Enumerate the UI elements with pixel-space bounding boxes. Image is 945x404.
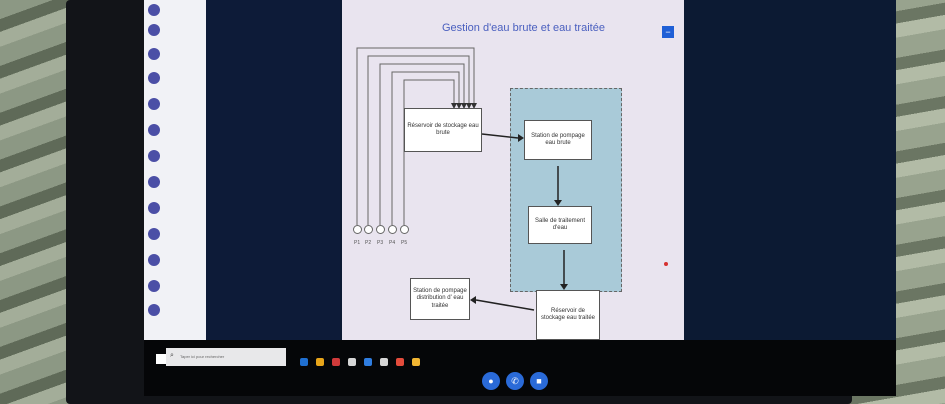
arrow-head	[470, 296, 476, 304]
avatar	[148, 176, 160, 188]
station-pompage-brute-box: Station de pompage eau brute	[524, 120, 592, 160]
camera-icon[interactable]: ■	[530, 372, 548, 390]
taskbar-app-icon[interactable]	[316, 358, 324, 366]
pipe-p5	[403, 79, 455, 225]
arrow-reservoir-to-distribution	[475, 299, 535, 311]
phone-icon[interactable]: ✆	[506, 372, 524, 390]
taskbar-app-icon[interactable]	[396, 358, 404, 366]
participant-item[interactable]	[148, 44, 204, 64]
participant-item[interactable]	[148, 68, 204, 88]
arrow-head	[461, 103, 467, 109]
pipe-p3	[379, 63, 465, 225]
participant-item[interactable]	[148, 172, 204, 192]
valve-p2-icon	[364, 225, 373, 234]
participant-item[interactable]	[148, 0, 204, 20]
pipe-p1	[356, 47, 475, 225]
reservoir-brute-box: Réservoir de stockage eau brute	[404, 108, 482, 152]
avatar	[148, 150, 160, 162]
avatar	[148, 4, 160, 16]
taskbar-app-icon[interactable]	[300, 358, 308, 366]
avatar	[148, 254, 160, 266]
slide-menu-button[interactable]: −	[662, 26, 674, 38]
arrow-head	[471, 103, 477, 109]
arrow-reservoir-to-station	[481, 133, 519, 139]
valve-p1-icon	[353, 225, 362, 234]
avatar	[148, 98, 160, 110]
taskbar-app-icon[interactable]	[412, 358, 420, 366]
participant-item[interactable]	[148, 20, 204, 40]
avatar	[148, 24, 160, 36]
participant-item[interactable]	[148, 276, 204, 296]
valve-p4-icon	[388, 225, 397, 234]
taskbar-app-icon[interactable]	[380, 358, 388, 366]
taskbar: ⌕ Taper ici pour rechercher	[144, 340, 896, 396]
arrow-head	[560, 284, 568, 290]
salle-traitement-box: Salle de traitement d'eau	[528, 206, 592, 244]
valve-p3-icon	[376, 225, 385, 234]
participant-item[interactable]	[148, 224, 204, 244]
arrow-head	[518, 134, 524, 142]
taskbar-search[interactable]: ⌕ Taper ici pour rechercher	[166, 348, 286, 366]
screen: Gestion d'eau brute et eau traitée −	[144, 0, 896, 396]
avatar	[148, 124, 160, 136]
call-controls: ● ✆ ■	[482, 372, 562, 392]
monitor-bezel: Gestion d'eau brute et eau traitée −	[66, 0, 896, 404]
valve-label: P1	[354, 240, 361, 246]
avatar	[148, 202, 160, 214]
magnifier-icon: ⌕	[170, 352, 174, 359]
windows-start-icon[interactable]	[156, 354, 166, 364]
red-pointer	[664, 262, 668, 266]
search-placeholder: Taper ici pour rechercher	[180, 354, 225, 359]
pipe-p2	[367, 55, 470, 225]
taskbar-app-icon[interactable]	[364, 358, 372, 366]
participant-item[interactable]	[148, 146, 204, 166]
pipe-p4	[391, 71, 460, 225]
avatar	[148, 228, 160, 240]
valve-label: P3	[377, 240, 384, 246]
mic-icon[interactable]: ●	[482, 372, 500, 390]
slide-title: Gestion d'eau brute et eau traitée	[442, 22, 605, 34]
participant-item[interactable]	[148, 250, 204, 270]
valve-label: P4	[389, 240, 396, 246]
avatar	[148, 72, 160, 84]
arrow-head	[451, 103, 457, 109]
participant-item[interactable]	[148, 198, 204, 218]
flow-arrows	[470, 133, 568, 311]
participant-item[interactable]	[148, 300, 204, 320]
valve-label: P2	[365, 240, 372, 246]
valve-p5-icon	[400, 225, 409, 234]
shared-slide: Gestion d'eau brute et eau traitée −	[342, 0, 684, 380]
avatar	[148, 280, 160, 292]
station-distribution-box: Station de pompage distribution d' eau t…	[410, 278, 470, 320]
participant-item[interactable]	[148, 94, 204, 114]
valve-label: P5	[401, 240, 408, 246]
participant-item[interactable]	[148, 120, 204, 140]
dark-gap	[206, 0, 340, 396]
pipe-lines	[356, 47, 477, 225]
arrow-head	[554, 200, 562, 206]
taskbar-app-icon[interactable]	[332, 358, 340, 366]
participants-panel	[144, 0, 206, 340]
avatar	[148, 48, 160, 60]
taskbar-app-icon[interactable]	[348, 358, 356, 366]
arrow-head	[456, 103, 462, 109]
arrow-head	[466, 103, 472, 109]
reservoir-traitee-box: Réservoir de stockage eau traitée	[536, 290, 600, 340]
avatar	[148, 304, 160, 316]
